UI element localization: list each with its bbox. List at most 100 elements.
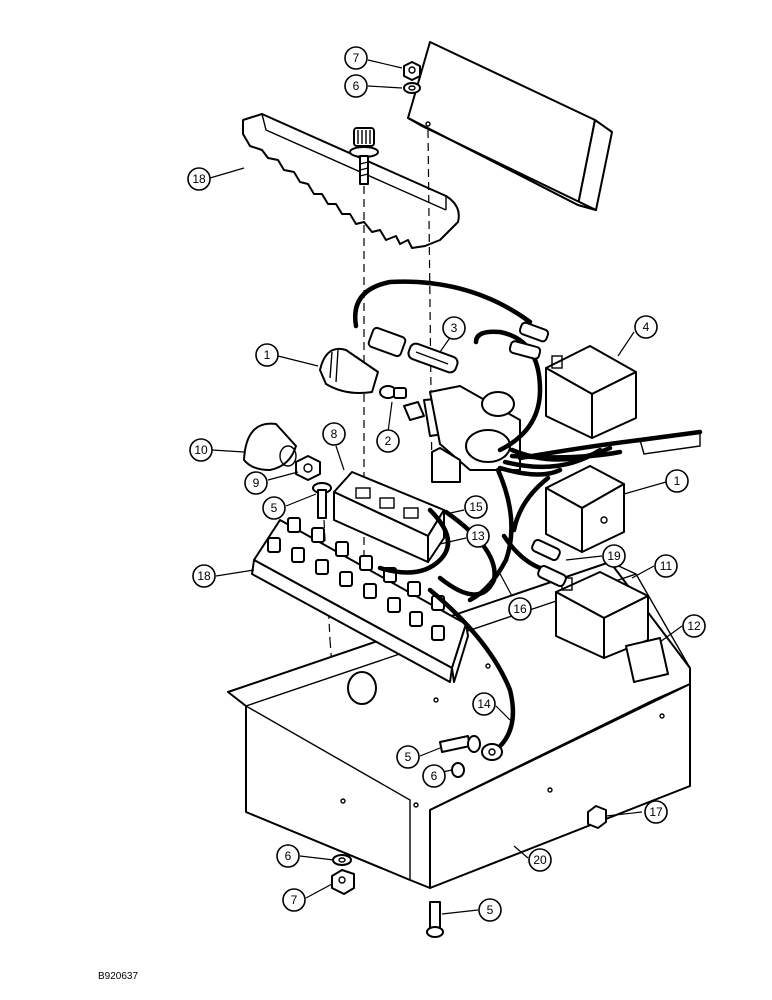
callout-number: 17 [649, 805, 663, 819]
callout-circle [682, 614, 706, 638]
terminal-strip-lugs [267, 517, 445, 641]
callout-circle [528, 848, 552, 872]
rubber-boot [243, 422, 297, 471]
callout-number: 7 [353, 51, 360, 65]
callout-circle [472, 692, 496, 716]
callout-number: 19 [607, 549, 621, 563]
callout-9: 9 [244, 471, 268, 495]
callout-7: 7 [344, 46, 368, 70]
callout-6: 6 [422, 764, 446, 788]
socket-screw [312, 482, 332, 519]
callout-number: 3 [451, 321, 458, 335]
callout-1: 1 [665, 469, 689, 493]
callout-circle [644, 800, 668, 824]
callout-circle [665, 469, 689, 493]
callout-number: 5 [271, 501, 278, 515]
callout-number: 1 [674, 474, 681, 488]
callout-number: 13 [471, 529, 485, 543]
leader-lines [209, 59, 683, 915]
callout-circle [276, 844, 300, 868]
callout-circle [322, 422, 346, 446]
relay-lower [555, 571, 649, 659]
indicator-bulb [379, 385, 407, 399]
figure-code: B920637 [98, 971, 138, 982]
callout-number: 6 [353, 79, 360, 93]
nut-17 [587, 805, 607, 829]
callout-number: 4 [643, 320, 650, 334]
callout-number: 16 [513, 602, 527, 616]
nut-top [403, 61, 421, 81]
callout-number: 9 [253, 476, 260, 490]
top-cover-plate [407, 41, 613, 211]
callout-number: 18 [192, 172, 206, 186]
callout-number: 10 [194, 443, 208, 457]
terminal-strip [251, 519, 469, 683]
callout-circle [654, 554, 678, 578]
callout-number: 12 [687, 619, 701, 633]
relay-upper [545, 345, 637, 439]
callout-circle [262, 496, 286, 520]
callout-circle [282, 888, 306, 912]
fuse [407, 342, 459, 374]
callout-circle [602, 544, 626, 568]
callout-circle [344, 74, 368, 98]
callout-15: 15 [464, 495, 488, 519]
callout-3: 3 [442, 316, 466, 340]
fuse-holder [319, 326, 407, 394]
callout-number: 20 [533, 853, 547, 867]
callout-6: 6 [344, 74, 368, 98]
callout-14: 14 [472, 692, 496, 716]
callout-7: 7 [282, 888, 306, 912]
callout-8: 8 [322, 422, 346, 446]
callout-number: 6 [431, 769, 438, 783]
relay-socket [333, 471, 445, 563]
callout-11: 11 [654, 554, 678, 578]
callout-number: 18 [197, 569, 211, 583]
callout-number: 11 [660, 559, 673, 573]
bolt-bottom [426, 901, 444, 938]
callout-4: 4 [634, 315, 658, 339]
switch-nut [295, 455, 321, 481]
wire-terminals [508, 321, 567, 588]
callout-number: 7 [291, 893, 298, 907]
callout-circle [508, 597, 532, 621]
callout-18: 18 [192, 564, 216, 588]
callout-19: 19 [602, 544, 626, 568]
decal [625, 637, 669, 683]
callout-circle [376, 429, 400, 453]
callout-10: 10 [189, 438, 213, 462]
callout-circle [634, 315, 658, 339]
callout-circle [344, 46, 368, 70]
switch-assembly [403, 385, 521, 483]
relay-right [545, 465, 625, 553]
callout-17: 17 [644, 800, 668, 824]
callout-circle [464, 495, 488, 519]
callout-12: 12 [682, 614, 706, 638]
callout-5: 5 [478, 898, 502, 922]
callout-number: 5 [487, 903, 494, 917]
callout-13: 13 [466, 524, 490, 548]
callout-2: 2 [376, 429, 400, 453]
ground-bolt [439, 735, 503, 778]
callout-circle [187, 167, 211, 191]
washer-bottom [332, 854, 352, 866]
callout-5: 5 [396, 745, 420, 769]
callout-number: 2 [385, 434, 392, 448]
callout-1: 1 [255, 343, 279, 367]
cover-knob [349, 127, 379, 185]
callout-circle [189, 438, 213, 462]
callout-circle [478, 898, 502, 922]
nut-bottom [331, 869, 355, 895]
callout-circle [422, 764, 446, 788]
callout-5: 5 [262, 496, 286, 520]
callout-circle [442, 316, 466, 340]
callout-16: 16 [508, 597, 532, 621]
callout-6: 6 [276, 844, 300, 868]
callout-20: 20 [528, 848, 552, 872]
callout-18: 18 [187, 167, 211, 191]
callout-number: 1 [264, 348, 271, 362]
callout-circle [244, 471, 268, 495]
callout-number: 6 [285, 849, 292, 863]
